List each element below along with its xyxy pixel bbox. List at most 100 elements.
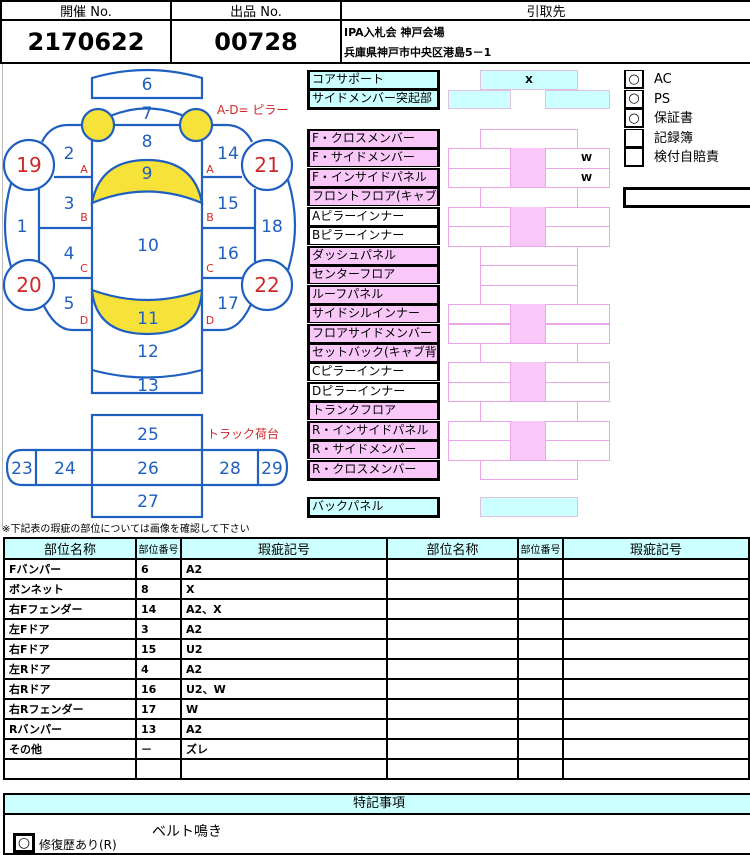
wheel-21: 21: [254, 153, 279, 177]
frame-value-cell: [480, 245, 578, 267]
frame-right-cell: [545, 381, 610, 403]
lot-no-label: 出品 No.: [172, 2, 342, 21]
frame-label: F・クロスメンバー: [307, 129, 440, 148]
part-23: 23: [11, 459, 33, 479]
part-name-cell: 右Rフェンダー: [3, 698, 137, 720]
defect-cell: [180, 758, 388, 780]
option-label: 検付自賠責: [654, 150, 720, 165]
option-checkbox[interactable]: [624, 148, 644, 167]
part-no-cell: [517, 678, 564, 700]
frame-right-cell: W: [545, 148, 610, 169]
part-no-cell: 3: [135, 618, 182, 640]
remarks-text: ベルト鳴き: [152, 824, 222, 840]
auction-no-label: 開催 No.: [2, 2, 172, 21]
col-part-no: 部位番号: [135, 537, 182, 560]
option-checkbox[interactable]: ○: [624, 70, 644, 89]
pillar-b-left: B: [80, 211, 88, 224]
frame-value-cell: [480, 265, 578, 286]
table-note: ※下記表の瑕疵の部位については画像を確認して下さい: [2, 524, 250, 535]
front-bumper-shape: [90, 68, 204, 100]
part-24: 24: [54, 459, 76, 479]
frame-label: Dピラーインナー: [307, 381, 440, 401]
part-18: 18: [261, 217, 283, 237]
frame-value-cell: [480, 401, 578, 422]
frame-value-cell: [480, 284, 578, 306]
rear-window-11: [90, 288, 204, 336]
frame-label: フロアサイドメンバー: [307, 323, 440, 343]
wheel-20: 20: [16, 273, 41, 297]
frame-label: R・サイドメンバー: [307, 440, 440, 460]
repair-history-label: 修復歴あり(R): [39, 838, 117, 852]
defect-cell: [562, 558, 750, 580]
defect-cell: X: [180, 578, 388, 600]
frame-label: センターフロア: [307, 265, 440, 285]
part-no-cell: [135, 758, 182, 780]
part-14: 14: [217, 144, 239, 164]
part-name-cell: [386, 558, 519, 580]
frame-right-cell: [545, 226, 610, 247]
back-panel-value: [480, 497, 578, 517]
wheel-19: 19: [16, 153, 41, 177]
part-25: 25: [137, 425, 159, 445]
option-checkbox[interactable]: ○: [624, 109, 644, 128]
part-8: 8: [142, 132, 153, 152]
header-table: 開催 No. 出品 No. 引取先 2170622 00728 IPA入札会 神…: [0, 0, 750, 64]
pillar-c-left: C: [80, 262, 88, 275]
frame-right-cell: [545, 323, 610, 344]
frame-right-cell: W: [545, 167, 610, 189]
frame-center-cell: [511, 440, 545, 461]
option-checkbox[interactable]: ○: [624, 89, 644, 109]
part-no-cell: 14: [135, 598, 182, 620]
defect-cell: [562, 678, 750, 700]
part-6: 6: [142, 75, 153, 95]
repair-history-checkbox[interactable]: ○: [13, 833, 35, 853]
defect-cell: A2: [180, 658, 388, 680]
wheel-22: 22: [254, 273, 279, 297]
part-no-cell: [517, 658, 564, 680]
frame-center-cell: [511, 362, 545, 383]
option-checkbox[interactable]: [624, 128, 644, 148]
part-no-cell: [517, 558, 564, 580]
part-no-cell: 16: [135, 678, 182, 700]
part-9: 9: [142, 164, 153, 184]
part-16: 16: [217, 244, 239, 264]
frame-label: セットバック(キャブ背): [307, 342, 440, 362]
table-row: その他－ズレ: [3, 738, 750, 760]
part-4: 4: [64, 244, 75, 264]
frame-label: R・クロスメンバー: [307, 459, 440, 481]
frame-label-core-support: コアサポート: [307, 70, 440, 89]
rear-bumper-shape: [90, 370, 204, 395]
part-name-cell: [386, 698, 519, 720]
table-row: [3, 758, 750, 780]
pickup-venue: IPA入札会 神戸会場: [344, 25, 445, 39]
frame-center-cell: [511, 304, 545, 325]
part-no-cell: [517, 758, 564, 780]
lot-no: 00728: [172, 21, 342, 64]
part-12: 12: [137, 342, 159, 362]
frame-label: サイドシルインナー: [307, 304, 440, 324]
defect-cell: [562, 718, 750, 740]
col-part-name: 部位名称: [3, 537, 137, 560]
part-name-cell: [386, 758, 519, 780]
part-7: 7: [142, 104, 153, 124]
frame-left-cell: [448, 226, 511, 247]
frame-label: フロントフロア(キャブ床): [307, 187, 440, 207]
defect-cell: A2: [180, 558, 388, 580]
part-name-cell: [386, 658, 519, 680]
frame-left-cell: [448, 362, 511, 383]
part-name-cell: [3, 758, 137, 780]
frame-label: Cピラーインナー: [307, 362, 440, 382]
part-name-cell: [386, 638, 519, 660]
pillar-d-left: D: [80, 314, 88, 327]
frame-left-cell: [448, 167, 511, 189]
option-label: 記録簿: [654, 130, 694, 146]
part-no-cell: 15: [135, 638, 182, 660]
frame-right-cell: [545, 420, 610, 442]
truck-note: トラック荷台: [207, 426, 279, 441]
part-no-cell: [517, 718, 564, 740]
frame-value-cell: [480, 129, 578, 150]
part-name-cell: 右Fドア: [3, 638, 137, 660]
frame-left-cell: [448, 381, 511, 403]
part-5: 5: [64, 294, 75, 314]
